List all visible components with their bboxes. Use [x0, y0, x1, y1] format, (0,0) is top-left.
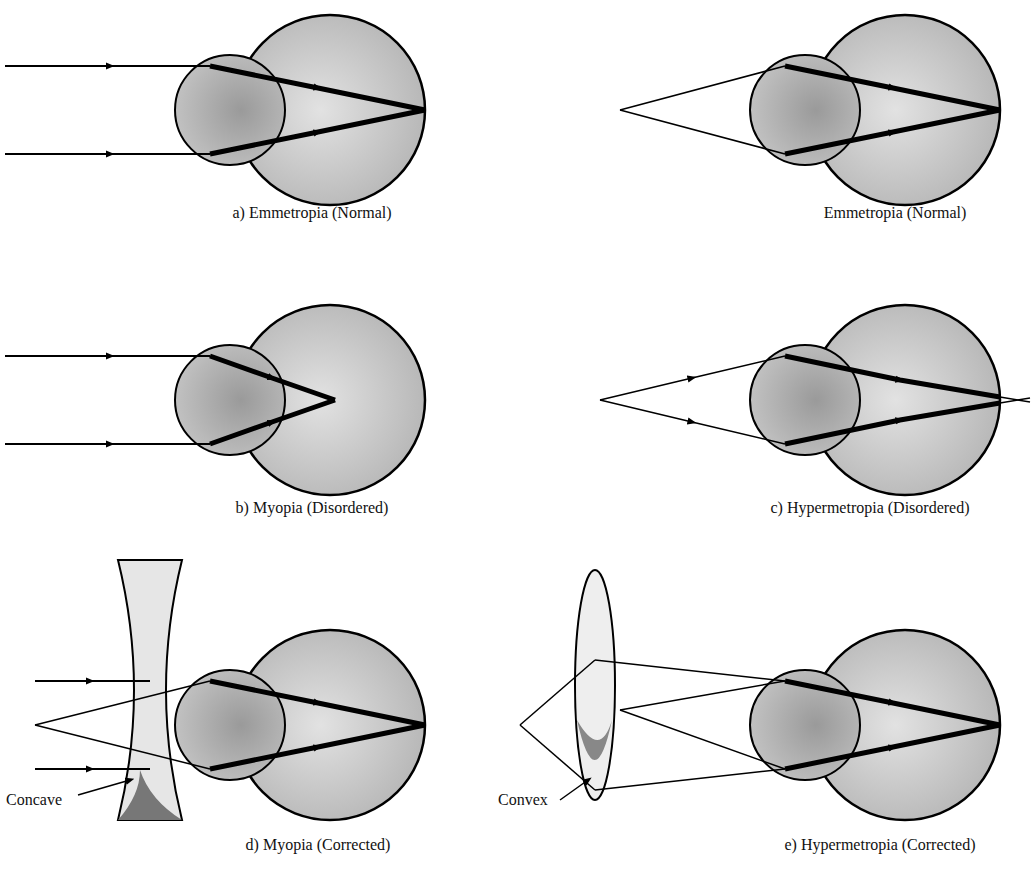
- convex-lens: [575, 570, 615, 800]
- leader-line: [78, 780, 130, 795]
- part-label: Convex: [498, 790, 548, 809]
- caption: a) Emmetropia (Normal): [232, 203, 391, 222]
- caption: c) Hypermetropia (Disordered): [770, 498, 969, 517]
- eye-d: [35, 560, 425, 820]
- eye-b: [5, 305, 425, 495]
- caption: Emmetropia (Normal): [824, 203, 967, 222]
- eye-c: [600, 305, 1030, 495]
- leader-line: [560, 780, 588, 800]
- caption: d) Myopia (Corrected): [246, 835, 391, 854]
- caption: b) Myopia (Disordered): [236, 498, 389, 517]
- eye-normal-near: [620, 15, 1000, 205]
- eye-e: [520, 570, 1000, 820]
- eye-a: [5, 15, 425, 205]
- part-label: Concave: [6, 790, 62, 809]
- caption: e) Hypermetropia (Corrected): [784, 835, 975, 854]
